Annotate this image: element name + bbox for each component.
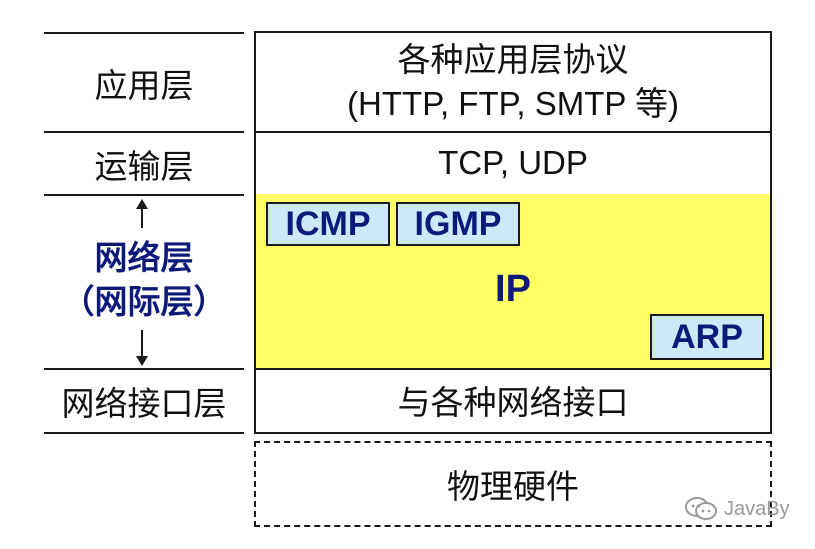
link-box: 与各种网络接口 (254, 368, 772, 434)
physical-hardware: 物理硬件 (447, 467, 579, 506)
label-network-layer-line2: （网际层） (61, 282, 227, 321)
application-protocols-examples: (HTTP, FTP, SMTP 等) (347, 85, 679, 122)
left-divider-network-link (44, 368, 244, 370)
left-divider-top (44, 32, 244, 34)
link-interfaces: 与各种网络接口 (397, 383, 629, 422)
arrow-up-icon (136, 199, 148, 209)
left-divider-transport-network (44, 194, 244, 196)
transport-box: TCP, UDP (254, 131, 772, 196)
label-network-layer: 网络层 （网际层） (44, 230, 244, 330)
transport-protocols: TCP, UDP (438, 143, 588, 181)
ip-label: IP (495, 267, 531, 310)
watermark-text: JavaBy (724, 497, 790, 520)
arrow-down-icon (136, 356, 148, 366)
application-protocols-title: 各种应用层协议 (397, 40, 629, 79)
watermark: JavaBy (684, 494, 790, 524)
arp-box: ARP (650, 314, 764, 360)
left-divider-app-transport (44, 131, 244, 133)
label-network-layer-line1: 网络层 (94, 238, 194, 277)
arrow-down-line (141, 330, 143, 357)
arrow-up-line (141, 208, 143, 228)
icmp-box: ICMP (266, 202, 390, 246)
label-transport-layer: 运输层 (94, 146, 194, 186)
igmp-box: IGMP (396, 202, 520, 246)
left-divider-bottom (44, 432, 244, 434)
label-application-layer: 应用层 (94, 65, 194, 105)
application-box: 各种应用层协议 (HTTP, FTP, SMTP 等) (254, 31, 772, 133)
chat-bubble-icon (685, 497, 717, 520)
label-link-layer: 网络接口层 (61, 384, 227, 423)
network-box: ICMP IGMP IP ARP (254, 194, 772, 370)
physical-box: 物理硬件 (254, 441, 772, 527)
